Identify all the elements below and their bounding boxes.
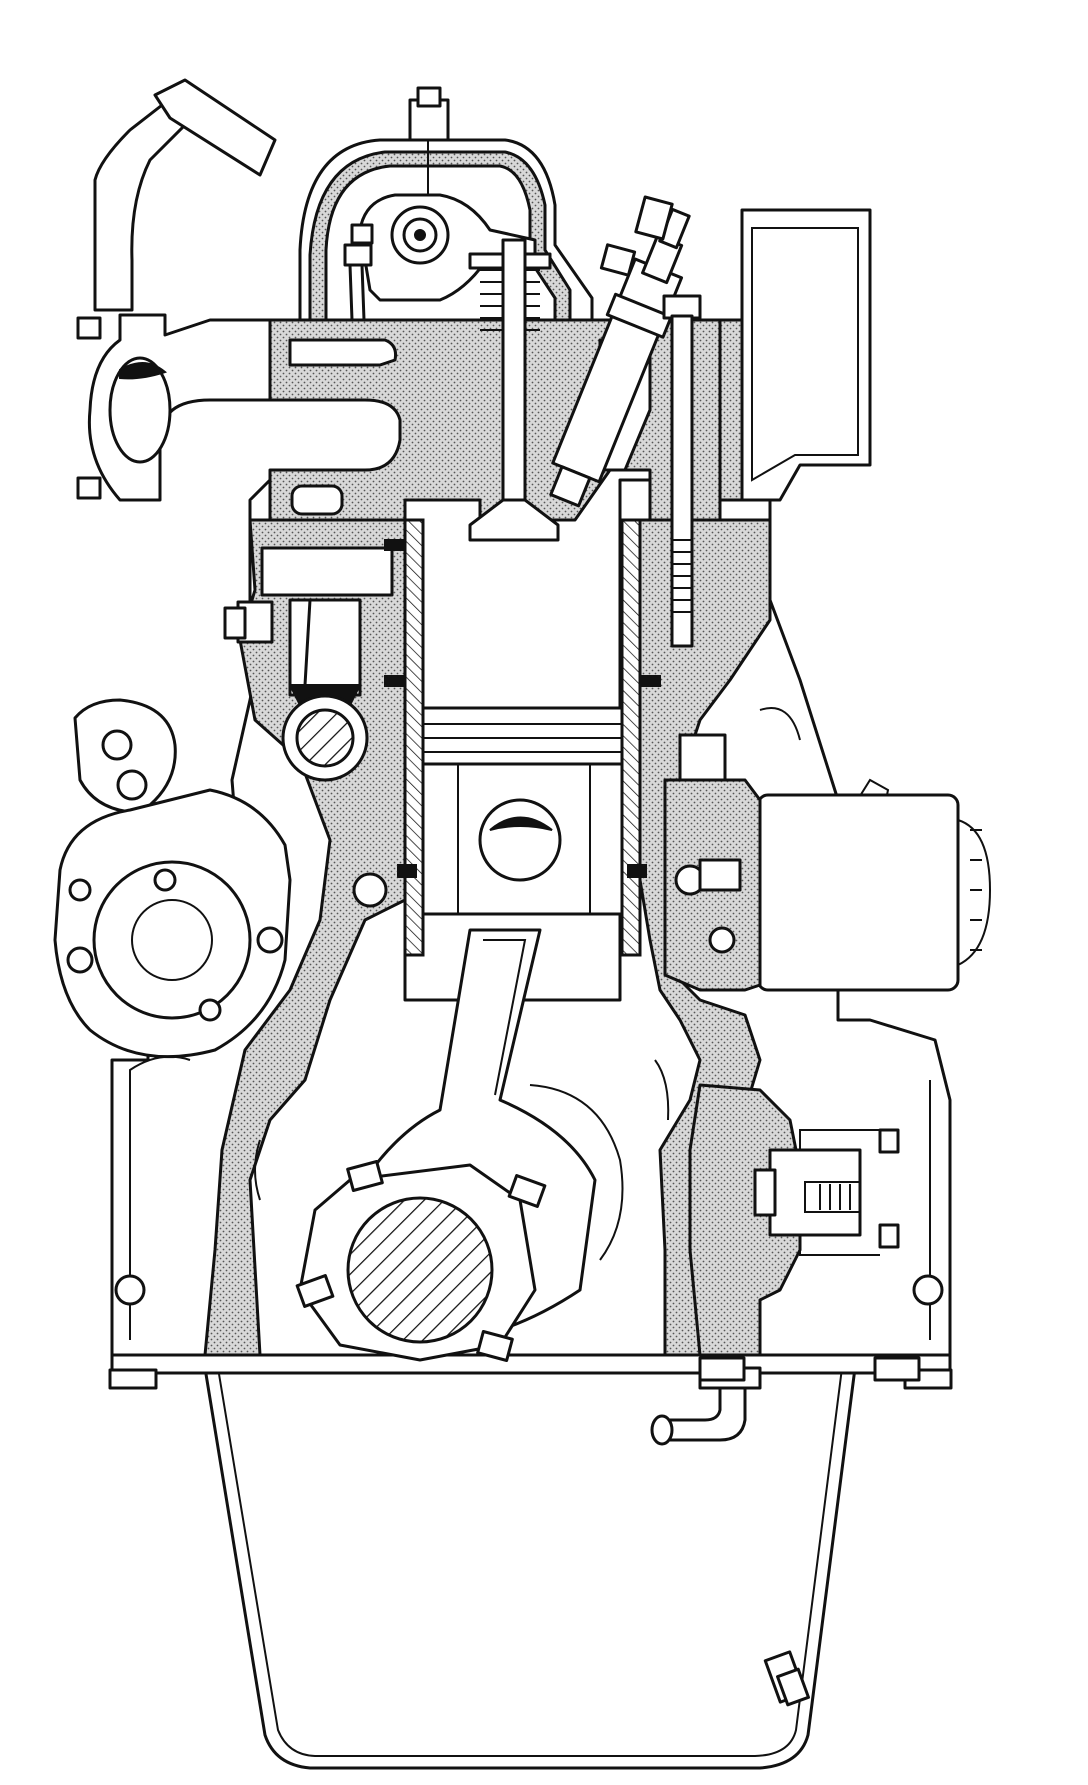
- water-pump-pulley: [53, 698, 292, 1059]
- crankshaft-journal: [295, 1159, 547, 1363]
- pushrod: [348, 263, 366, 322]
- piston: [397, 706, 647, 916]
- camshaft: [223, 598, 369, 782]
- oil-filter: [756, 793, 992, 992]
- valve-cover: [298, 86, 594, 322]
- block-bosses: [254, 1059, 921, 1382]
- exhaust-manifold: [718, 208, 872, 502]
- oil-filter-adapter: [663, 733, 762, 992]
- head-bolt: [662, 294, 702, 648]
- oil-gallery: [352, 872, 388, 908]
- inlet-manifold: [76, 78, 277, 502]
- sump-drain-plug: [763, 1650, 810, 1707]
- rocker-arm: [343, 193, 537, 302]
- oil-sump: [108, 1353, 953, 1770]
- crankcase-right-wall: [638, 518, 802, 1357]
- fuel-injector: [549, 195, 691, 508]
- crank-counterweight: [529, 1084, 624, 1261]
- relief-valve: [753, 1128, 900, 1256]
- exhaust-valve: [468, 238, 560, 542]
